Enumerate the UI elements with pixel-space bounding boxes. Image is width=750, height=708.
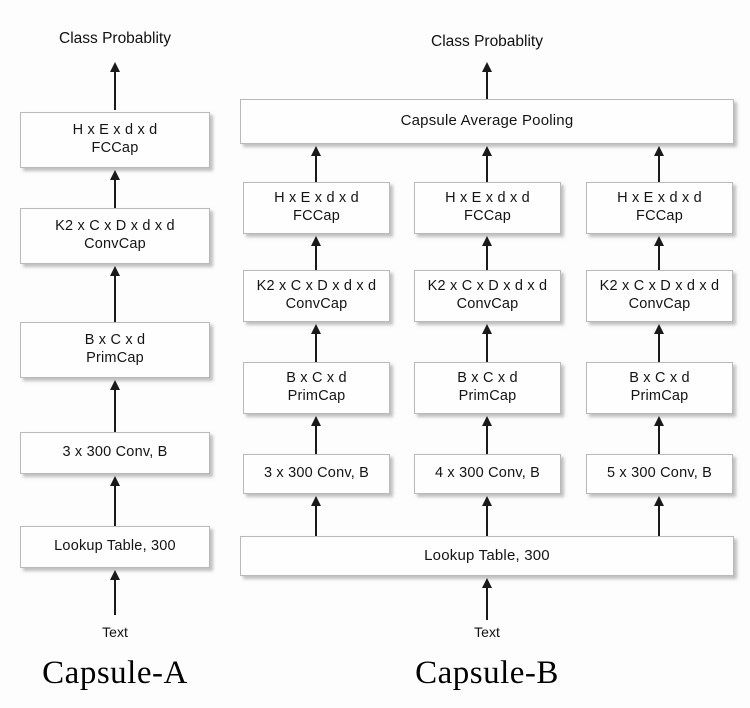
- capsule-a-input-label: Text: [102, 624, 128, 640]
- capsule-a-block-primcap: B x C x d PrimCap: [20, 322, 210, 378]
- capsule-b-branch2-primcap-line1: B x C x d: [457, 370, 518, 387]
- capsule-a-fccap-line2: FCCap: [91, 140, 139, 156]
- capsule-b-input-label: Text: [474, 624, 500, 640]
- capsule-b-branch3-block-fccap: H x E x d x d FCCap: [586, 182, 733, 234]
- capsule-b-block-lookup-table: Lookup Table, 300: [240, 536, 734, 576]
- capsule-b-branch2-block-primcap: B x C x d PrimCap: [414, 362, 561, 414]
- capsule-b-branch2-conv-label: 4 x 300 Conv, B: [434, 465, 541, 482]
- capsule-b-branch3-convcap-line1: K2 x C x D x d x d: [599, 278, 720, 295]
- capsule-b-branch1-fccap-line2: FCCap: [293, 208, 340, 224]
- capsule-a-convcap-line1: K2 x C x D x d x d: [55, 218, 175, 235]
- capsule-b-output-label: Class Probablity: [431, 33, 543, 50]
- capsule-b-branch2-convcap-line2: ConvCap: [456, 296, 519, 312]
- capsule-a-caption: Capsule-A: [42, 655, 188, 691]
- capsule-b-branch2-block-conv: 4 x 300 Conv, B: [414, 454, 561, 494]
- capsule-b-branch2-block-fccap: H x E x d x d FCCap: [414, 182, 561, 234]
- capsule-b-branch2-convcap-line1: K2 x C x D x d x d: [427, 278, 548, 295]
- capsule-a-block-conv: 3 x 300 Conv, B: [20, 432, 210, 474]
- capsule-b-branch2-block-convcap: K2 x C x D x d x d ConvCap: [414, 270, 561, 322]
- capsule-b-branch1-block-primcap: B x C x d PrimCap: [243, 362, 390, 414]
- capsule-a-primcap-line1: B x C x d: [84, 332, 146, 349]
- capsule-a-block-fccap: H x E x d x d FCCap: [20, 112, 210, 168]
- capsule-b-block-pooling: Capsule Average Pooling: [240, 99, 734, 144]
- capsule-b-branch1-fccap-line1: H x E x d x d: [274, 190, 359, 207]
- capsule-b-branch1-convcap-line2: ConvCap: [285, 296, 348, 312]
- capsule-b-branch1-primcap-line2: PrimCap: [287, 388, 346, 404]
- capsule-b-branch3-fccap-line1: H x E x d x d: [617, 190, 702, 207]
- capsule-b-caption: Capsule-B: [415, 655, 559, 691]
- capsule-b-branch1-conv-label: 3 x 300 Conv, B: [263, 465, 370, 482]
- capsule-b-branch1-block-fccap: H x E x d x d FCCap: [243, 182, 390, 234]
- capsule-a-fccap-line1: H x E x d x d: [72, 122, 158, 139]
- capsule-b-branch1-primcap-line1: B x C x d: [286, 370, 347, 387]
- capsule-a-primcap-line2: PrimCap: [86, 350, 144, 366]
- capsule-b-branch2-fccap-line2: FCCap: [464, 208, 511, 224]
- capsule-a-convcap-line2: ConvCap: [84, 236, 146, 252]
- capsule-b-branch1-block-conv: 3 x 300 Conv, B: [243, 454, 390, 494]
- capsule-a-output-label: Class Probablity: [59, 30, 171, 47]
- capsule-a-lookup-line1: Lookup Table, 300: [54, 538, 176, 555]
- capsule-b-branch3-block-conv: 5 x 300 Conv, B: [586, 454, 733, 494]
- capsule-b-branch2-fccap-line1: H x E x d x d: [445, 190, 530, 207]
- capsule-b-branch3-block-convcap: K2 x C x D x d x d ConvCap: [586, 270, 733, 322]
- capsule-a-block-convcap: K2 x C x D x d x d ConvCap: [20, 208, 210, 264]
- capsule-b-branch2-primcap-line2: PrimCap: [458, 388, 517, 404]
- capsule-b-branch3-conv-label: 5 x 300 Conv, B: [606, 465, 713, 482]
- capsule-b-pooling-label: Capsule Average Pooling: [400, 112, 574, 130]
- capsule-b-branch1-block-convcap: K2 x C x D x d x d ConvCap: [243, 270, 390, 322]
- capsule-b-branch3-primcap-line1: B x C x d: [629, 370, 690, 387]
- capsule-b-branch3-primcap-line2: PrimCap: [630, 388, 689, 404]
- capsule-b-branch3-block-primcap: B x C x d PrimCap: [586, 362, 733, 414]
- capsule-b-branch3-convcap-line2: ConvCap: [628, 296, 691, 312]
- capsule-b-branch3-fccap-line2: FCCap: [636, 208, 683, 224]
- capsule-b-lookup-label: Lookup Table, 300: [424, 546, 550, 564]
- capsule-a-conv-line1: 3 x 300 Conv, B: [62, 444, 168, 461]
- capsule-b-branch1-convcap-line1: K2 x C x D x d x d: [256, 278, 377, 295]
- capsule-a-block-lookup-table: Lookup Table, 300: [20, 526, 210, 568]
